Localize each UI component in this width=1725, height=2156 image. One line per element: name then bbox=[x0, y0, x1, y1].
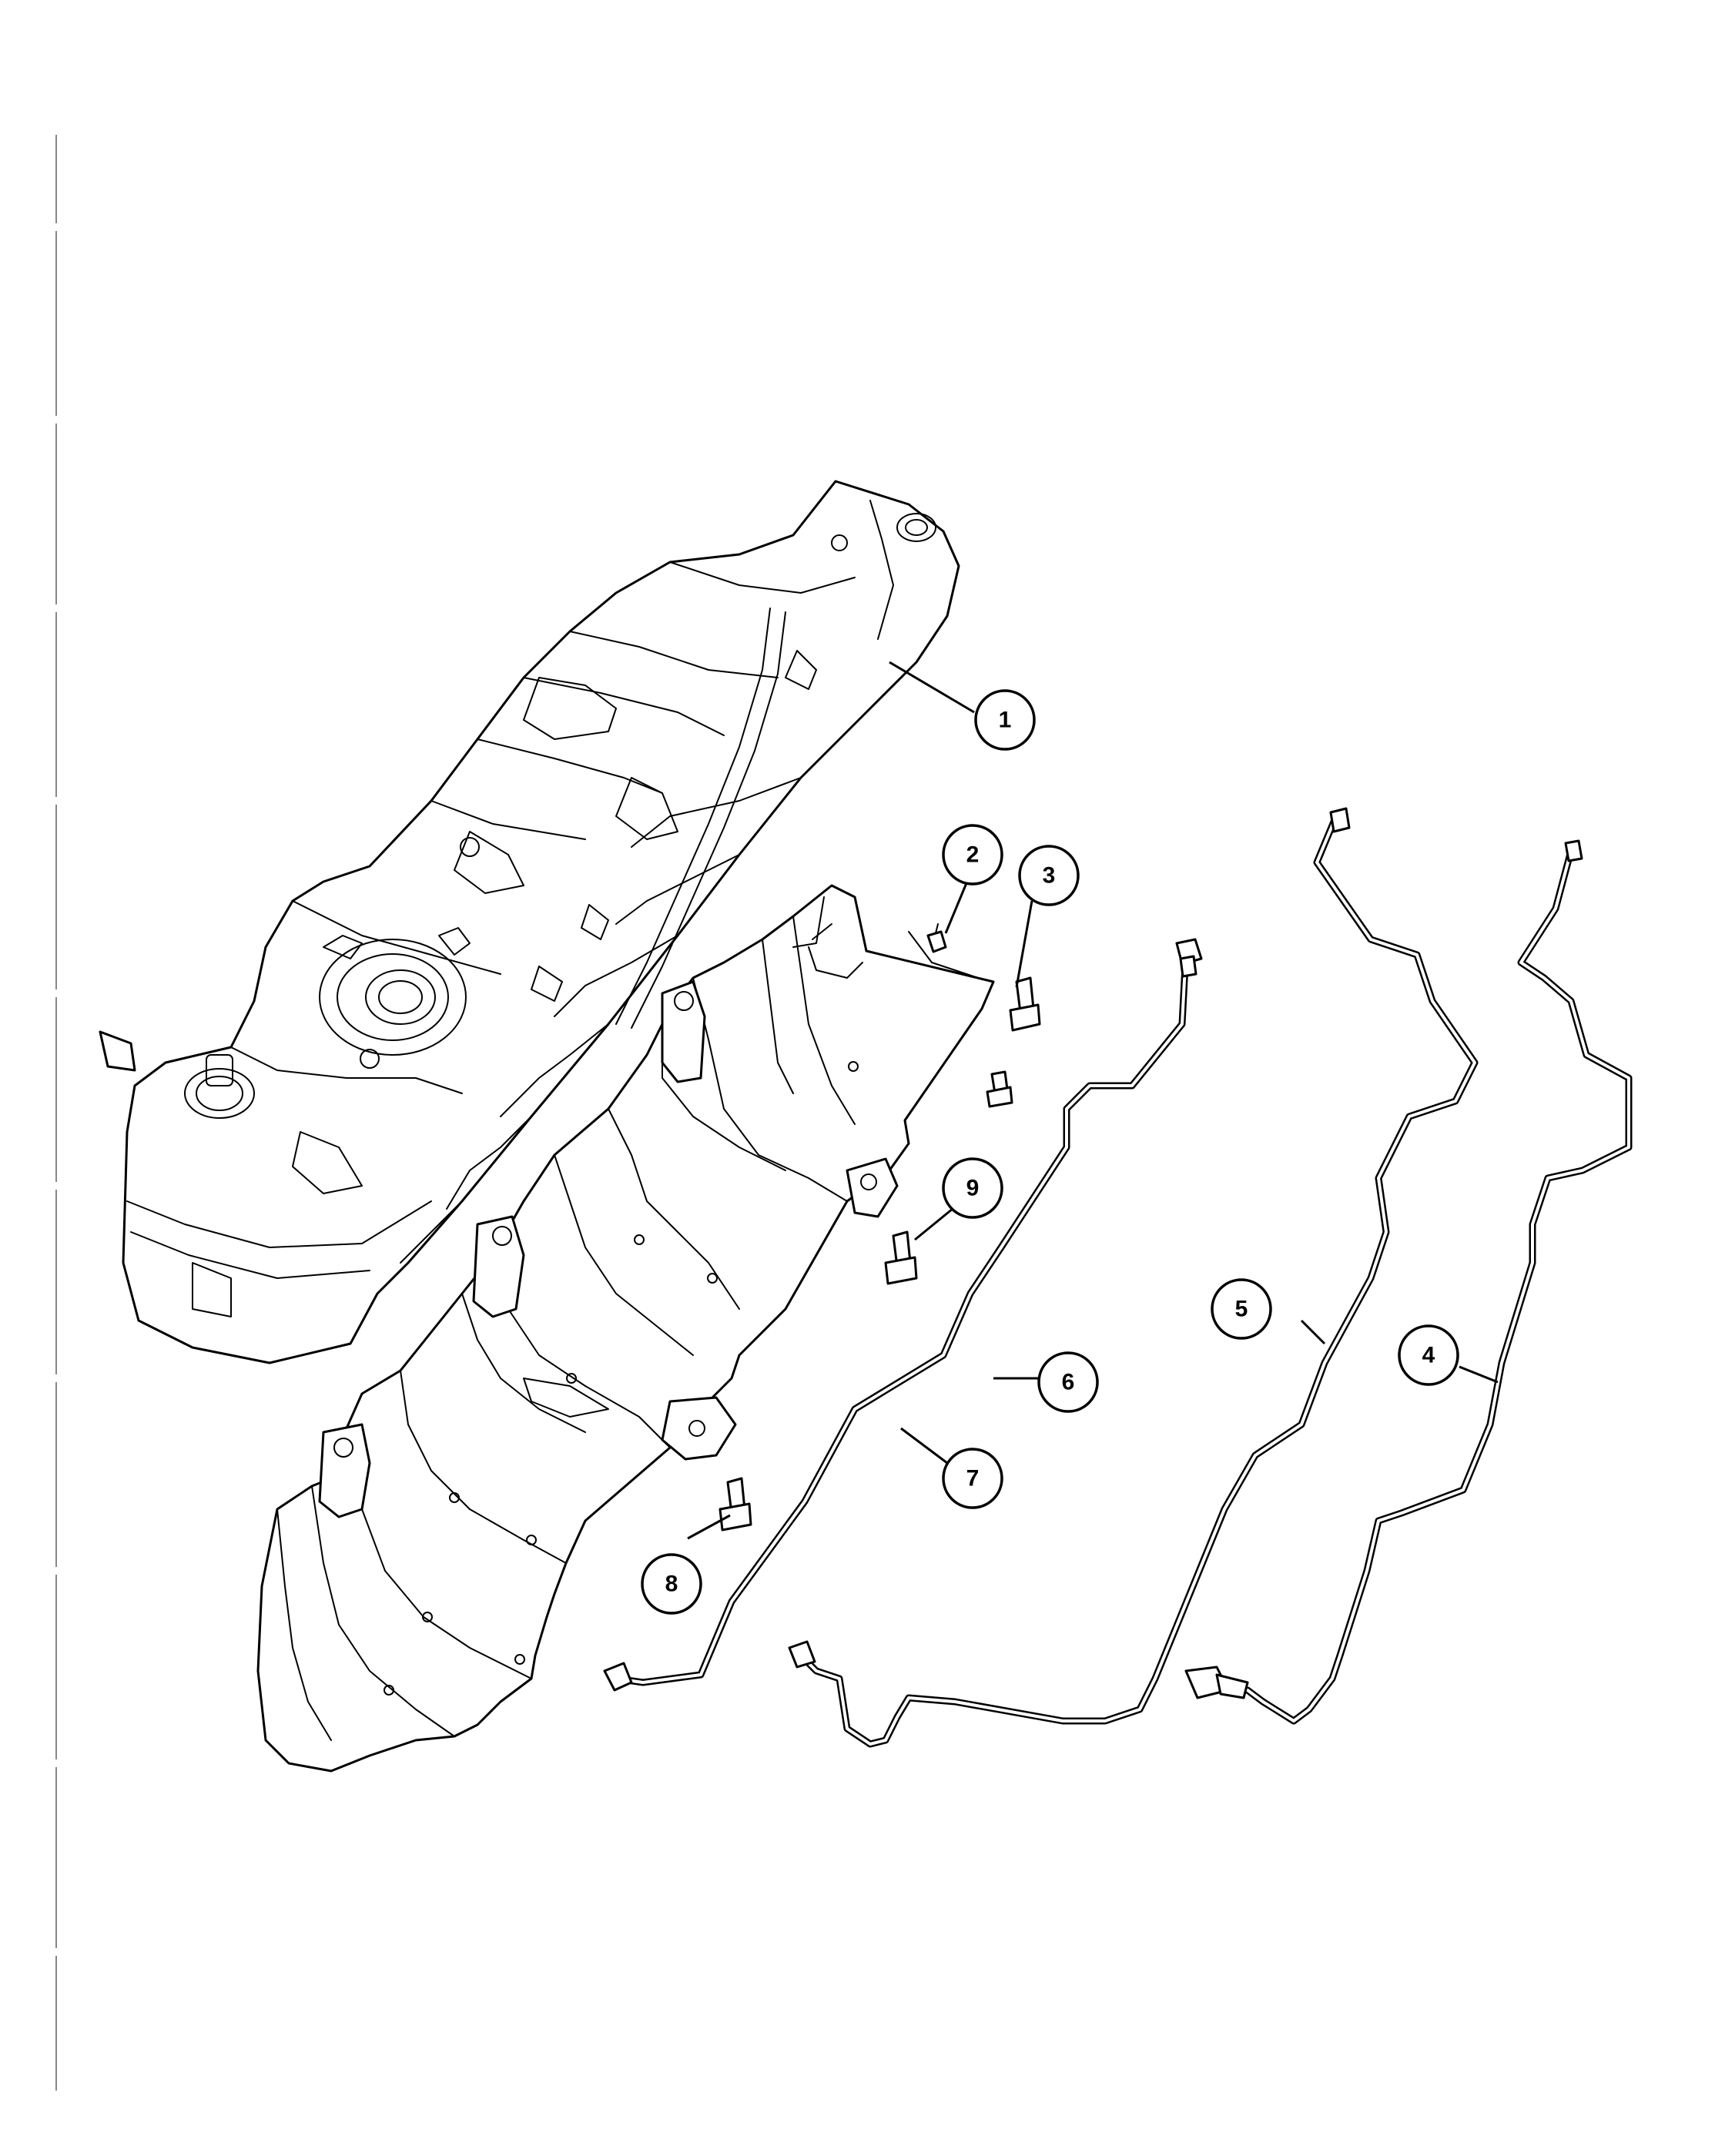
callout-7[interactable]: 7 bbox=[942, 1448, 1003, 1509]
bolt-2 bbox=[926, 923, 947, 953]
callout-5-label: 5 bbox=[1235, 1297, 1248, 1322]
callout-4[interactable]: 4 bbox=[1398, 1324, 1459, 1386]
fuel-tank bbox=[99, 480, 960, 1364]
callout-6-label: 6 bbox=[1062, 1370, 1075, 1395]
callout-8[interactable]: 8 bbox=[641, 1553, 702, 1615]
callout-9[interactable]: 9 bbox=[942, 1157, 1003, 1219]
bolt-9 bbox=[884, 1230, 918, 1285]
bolt-8 bbox=[718, 1477, 752, 1532]
callout-4-label: 4 bbox=[1422, 1343, 1435, 1368]
skid-plate bbox=[256, 884, 995, 1773]
callout-3-label: 3 bbox=[1043, 863, 1056, 889]
bolt-3-upper bbox=[1009, 976, 1041, 1032]
callout-1[interactable]: 1 bbox=[974, 689, 1036, 751]
tube-5 bbox=[788, 807, 1479, 1748]
callout-1-label: 1 bbox=[999, 708, 1012, 733]
callout-8-label: 8 bbox=[665, 1572, 678, 1597]
callout-3[interactable]: 3 bbox=[1018, 845, 1080, 906]
callout-6[interactable]: 6 bbox=[1037, 1351, 1099, 1413]
callout-9-label: 9 bbox=[966, 1176, 980, 1201]
bolt-3-lower bbox=[986, 1070, 1013, 1108]
callout-7-label: 7 bbox=[966, 1466, 980, 1491]
callout-2[interactable]: 2 bbox=[942, 824, 1003, 886]
tube-4 bbox=[1184, 839, 1633, 1725]
callout-2-label: 2 bbox=[966, 842, 980, 868]
callout-5[interactable]: 5 bbox=[1211, 1278, 1272, 1340]
leader-lines bbox=[687, 661, 1499, 1540]
tube-6 bbox=[603, 938, 1203, 1692]
